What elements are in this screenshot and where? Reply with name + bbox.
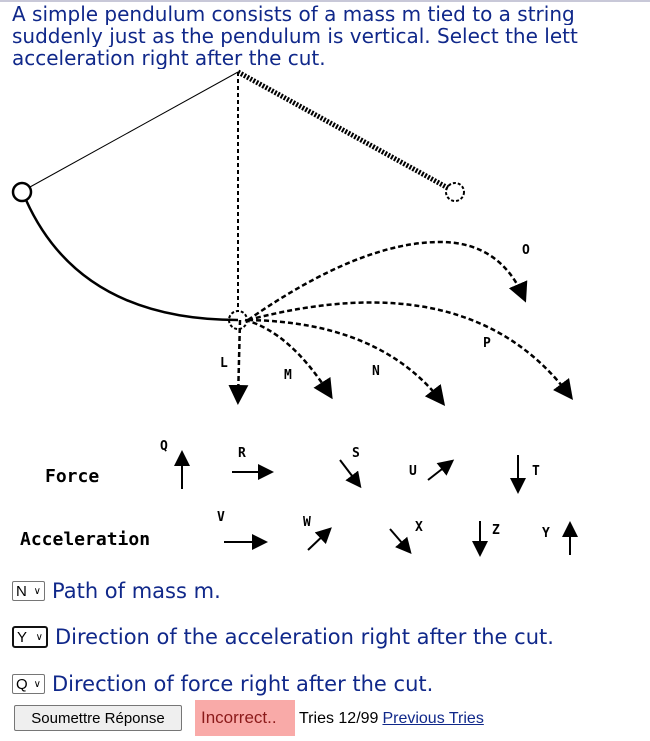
path-M bbox=[244, 318, 333, 400]
question-row-force: Q∨ Direction of force right after the cu… bbox=[12, 672, 433, 696]
question-text: A simple pendulum consists of a mass m t… bbox=[12, 3, 650, 69]
label-P: P bbox=[483, 336, 491, 351]
label-S: S bbox=[352, 446, 360, 461]
label-Y: Y bbox=[542, 526, 550, 541]
selected-value: Q bbox=[16, 675, 28, 693]
selected-value: N bbox=[16, 582, 27, 600]
label-T: T bbox=[532, 464, 540, 479]
path-select[interactable]: N∨ bbox=[12, 581, 45, 601]
question-line: suddenly just as the pendulum is vertica… bbox=[12, 25, 578, 47]
question-label: Direction of force right after the cut. bbox=[52, 672, 434, 696]
label-V: V bbox=[217, 510, 225, 525]
submit-button[interactable]: Soumettre Réponse bbox=[14, 705, 182, 731]
cut-string bbox=[236, 69, 450, 191]
force-label: Force bbox=[45, 466, 99, 487]
chevron-down-icon: ∨ bbox=[33, 585, 41, 597]
chevron-down-icon: ∨ bbox=[35, 631, 43, 643]
status-badge: Incorrect.. bbox=[195, 700, 295, 736]
label-U: U bbox=[409, 464, 417, 479]
swing-arc bbox=[24, 199, 239, 322]
string-line bbox=[29, 71, 239, 188]
cut-mass bbox=[445, 182, 465, 202]
label-R: R bbox=[238, 446, 246, 461]
label-N: N bbox=[372, 364, 380, 379]
label-O: O bbox=[522, 243, 530, 258]
path-O bbox=[247, 240, 528, 322]
path-L bbox=[228, 319, 249, 405]
label-Z: Z bbox=[492, 523, 500, 538]
label-L: L bbox=[220, 356, 228, 371]
start-mass bbox=[11, 181, 33, 203]
selected-value: Y bbox=[17, 628, 28, 646]
question-row-acceleration: Y∨ Direction of the acceleration right a… bbox=[12, 625, 554, 649]
label-W: W bbox=[303, 515, 311, 530]
question-label: Path of mass m. bbox=[52, 579, 221, 603]
acceleration-select[interactable]: Y∨ bbox=[12, 626, 48, 648]
chevron-down-icon: ∨ bbox=[33, 678, 41, 690]
arrow-W bbox=[307, 527, 332, 551]
label-M: M bbox=[284, 368, 292, 383]
arrow-S bbox=[339, 459, 362, 489]
path-N bbox=[247, 318, 446, 406]
question-row-path: N∨ Path of mass m. bbox=[12, 579, 221, 603]
label-Q: Q bbox=[160, 439, 168, 454]
acceleration-label: Acceleration bbox=[20, 529, 150, 550]
previous-tries-link[interactable]: Previous Tries bbox=[382, 710, 484, 727]
pendulum-setup bbox=[11, 69, 465, 330]
question-label: Direction of the acceleration right afte… bbox=[55, 625, 554, 649]
question-line: acceleration right after the cut. bbox=[12, 47, 326, 69]
path-P bbox=[247, 301, 573, 401]
arrow-X bbox=[389, 528, 412, 555]
pendulum-diagram: L M N P O Force Acceleration Q R S U T V… bbox=[11, 69, 578, 557]
question-line: A simple pendulum consists of a mass m t… bbox=[12, 3, 575, 25]
label-X: X bbox=[415, 520, 423, 535]
tries-count: Tries 12/99 bbox=[299, 710, 379, 727]
force-select[interactable]: Q∨ bbox=[12, 674, 45, 694]
arrow-U bbox=[427, 459, 455, 481]
